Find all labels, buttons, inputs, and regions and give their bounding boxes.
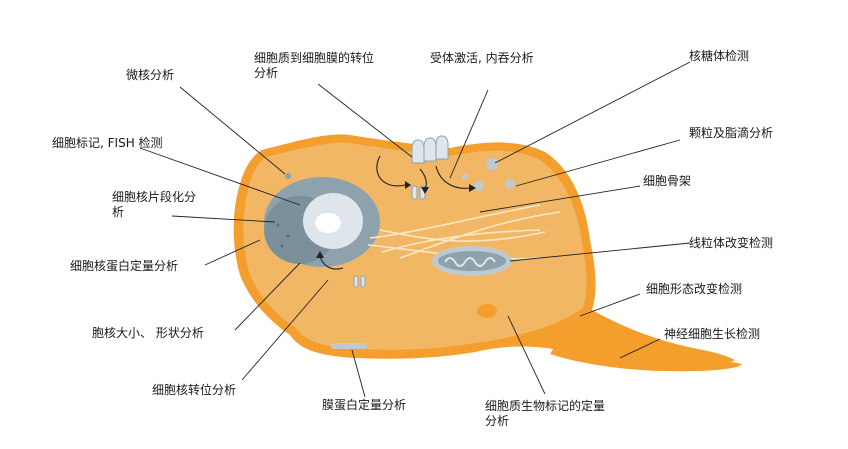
label-micronucleus: 微核分析: [126, 68, 175, 82]
chromatin-dot: [286, 234, 290, 238]
membrane-bump: [477, 304, 497, 318]
label-nuclear-protein: 细胞核蛋白定量分析: [70, 259, 179, 273]
arrow-heads: [316, 181, 476, 258]
neurite: [550, 346, 742, 372]
label-nuclear-translocation: 细胞核转位分析: [152, 383, 237, 397]
mitochondrion: [432, 246, 512, 276]
granule: [486, 158, 498, 170]
cytoskeleton: [367, 204, 561, 260]
label-neurite-growth: 神经细胞生长检测: [664, 327, 761, 341]
label-ribosome: 核糖体检测: [689, 49, 750, 63]
membrane-protein: [331, 343, 367, 349]
label-morphology: 细胞形态改变检测: [646, 282, 743, 296]
chromatin-dot: [280, 244, 284, 248]
granule: [505, 179, 515, 189]
label-receptor-activation: 受体激活, 内吞分析: [430, 51, 534, 65]
label-cytoplasm-biomarker: 细胞质生物标记的定量 分析: [485, 399, 606, 428]
label-cell-label-fish: 细胞标记, FISH 检测: [52, 136, 163, 150]
chromatin-dot: [276, 223, 280, 227]
label-nuclear-fragmentation: 细胞核片段化分 析: [112, 190, 197, 219]
micronucleus: [285, 173, 291, 179]
label-mitochondria: 线粒体改变检测: [689, 236, 774, 250]
nucleolus: [315, 213, 341, 233]
granule: [462, 174, 468, 180]
label-granule-lipid: 颗粒及脂滴分析: [689, 126, 774, 140]
granule: [474, 181, 484, 191]
nucleus: [264, 177, 380, 267]
label-translocation-cyto-membrane: 细胞质到细胞膜的转位 分析: [254, 51, 375, 80]
leader-lines: [139, 61, 691, 398]
label-nucleus-size-shape: 胞核大小、 形状分析: [92, 326, 204, 340]
label-membrane-protein: 膜蛋白定量分析: [322, 398, 407, 412]
label-cytoskeleton: 细胞骨架: [643, 174, 692, 188]
